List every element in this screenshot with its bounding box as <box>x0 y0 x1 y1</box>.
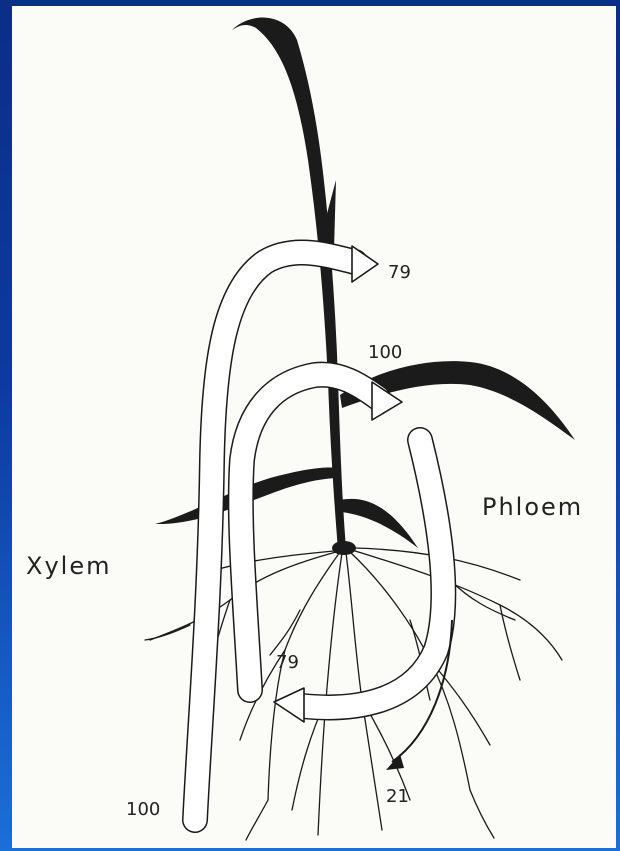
label-xylem: Xylem <box>26 552 111 580</box>
label-100-leaf: 100 <box>368 342 402 363</box>
label-phloem: Phloem <box>482 493 583 521</box>
label-100-xylem: 100 <box>126 799 160 820</box>
label-79-root: 79 <box>276 652 299 673</box>
label-79-shoot: 79 <box>388 262 411 283</box>
label-21: 21 <box>386 786 409 807</box>
root-crown <box>332 541 356 555</box>
